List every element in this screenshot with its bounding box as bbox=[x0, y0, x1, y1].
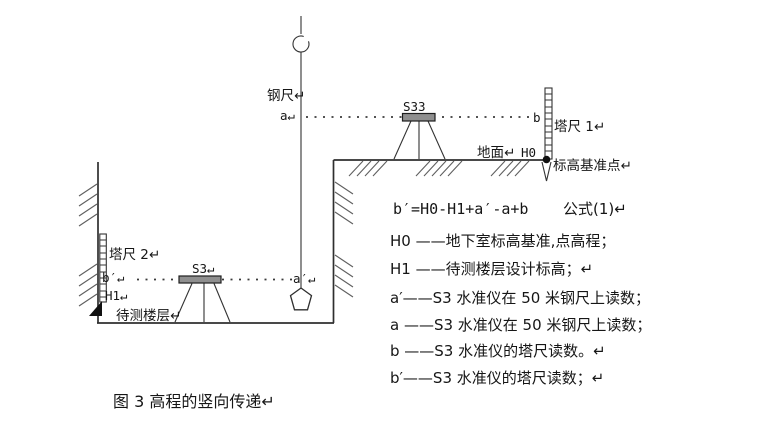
staff-2-rungs bbox=[99, 239, 107, 298]
legend-row-b-prime: b′——S3 水准仪的塔尺读数；↵ bbox=[390, 369, 604, 387]
right-wall-hatch-upper bbox=[334, 181, 354, 225]
ground-hatch-1 bbox=[348, 160, 388, 177]
h1-benchmark-triangle bbox=[89, 301, 102, 316]
benchmark-spike bbox=[541, 161, 552, 182]
figure-caption: 图 3 高程的竖向传递↵ bbox=[113, 392, 275, 411]
floor-under-test-label: 待测楼层↵ bbox=[116, 308, 181, 324]
s3-telescope bbox=[178, 275, 222, 284]
plumb-bob-icon bbox=[289, 287, 313, 311]
legend-row-a-prime: a′——S3 水准仪在 50 米钢尺上读数； bbox=[390, 289, 650, 307]
h1-label: H1↵ bbox=[105, 288, 128, 303]
steel-tape-assembly bbox=[289, 16, 313, 311]
basement-structure bbox=[97, 159, 549, 324]
level-s3-instrument bbox=[174, 275, 231, 323]
ground-hatching bbox=[348, 160, 530, 177]
reading-b-label: b bbox=[533, 110, 541, 125]
reading-a-prime-label: a′↵ bbox=[293, 271, 316, 286]
benchmark-point-label: 标高基准点↵ bbox=[553, 157, 632, 174]
left-wall-hatching bbox=[78, 183, 98, 307]
s33-telescope bbox=[401, 112, 436, 122]
staff-2-body bbox=[99, 233, 107, 303]
legend-row-a: a ——S3 水准仪在 50 米钢尺上读数； bbox=[390, 316, 651, 334]
right-wall-hatch-lower bbox=[334, 254, 354, 298]
benchmark-dot bbox=[542, 155, 551, 164]
s33-tripod bbox=[393, 120, 446, 160]
staff-2-label: 塔尺 2↵ bbox=[109, 247, 160, 263]
reading-a-label: a↵ bbox=[280, 108, 296, 123]
staff-1-label: 塔尺 1↵ bbox=[554, 119, 605, 135]
s3-tripod bbox=[174, 283, 231, 323]
level-s33-instrument bbox=[393, 112, 446, 160]
legend-block: H0 ——地下室标高基准,点高程； H1 ——待测楼层设计标高；↵ a′——S3… bbox=[390, 232, 651, 387]
staff-1-assembly bbox=[541, 87, 553, 182]
h0-label: H0 bbox=[521, 145, 536, 160]
reading-b-prime-label: b′↵ bbox=[102, 270, 125, 285]
s33-label: S33 bbox=[403, 99, 426, 114]
staff-2-assembly bbox=[89, 233, 107, 316]
left-wall-hatch-lower bbox=[78, 263, 98, 307]
formula-block: b′=H0-H1+a′-a+b 公式(1)↵ bbox=[393, 200, 627, 218]
legend-row-b: b ——S3 水准仪的塔尺读数。↵ bbox=[390, 342, 606, 360]
legend-row-h1: H1 ——待测楼层设计标高；↵ bbox=[390, 260, 593, 278]
ground-label: 地面↵ bbox=[477, 145, 515, 161]
s3-label: S3↵ bbox=[192, 261, 215, 276]
legend-row-h0: H0 ——地下室标高基准,点高程； bbox=[390, 232, 615, 250]
ground-hatch-3 bbox=[490, 160, 530, 177]
staff-1-rungs bbox=[545, 93, 552, 152]
formula-equation: b′=H0-H1+a′-a+b bbox=[393, 200, 528, 218]
steel-tape-label: 钢尺↵ bbox=[267, 88, 305, 104]
ground-hatch-2 bbox=[415, 160, 463, 177]
left-wall-hatch-upper bbox=[78, 183, 98, 227]
staff-1-body bbox=[544, 87, 553, 160]
hook-icon bbox=[292, 35, 310, 53]
formula-tag: 公式(1)↵ bbox=[563, 200, 627, 218]
right-wall-hatching bbox=[334, 181, 354, 298]
